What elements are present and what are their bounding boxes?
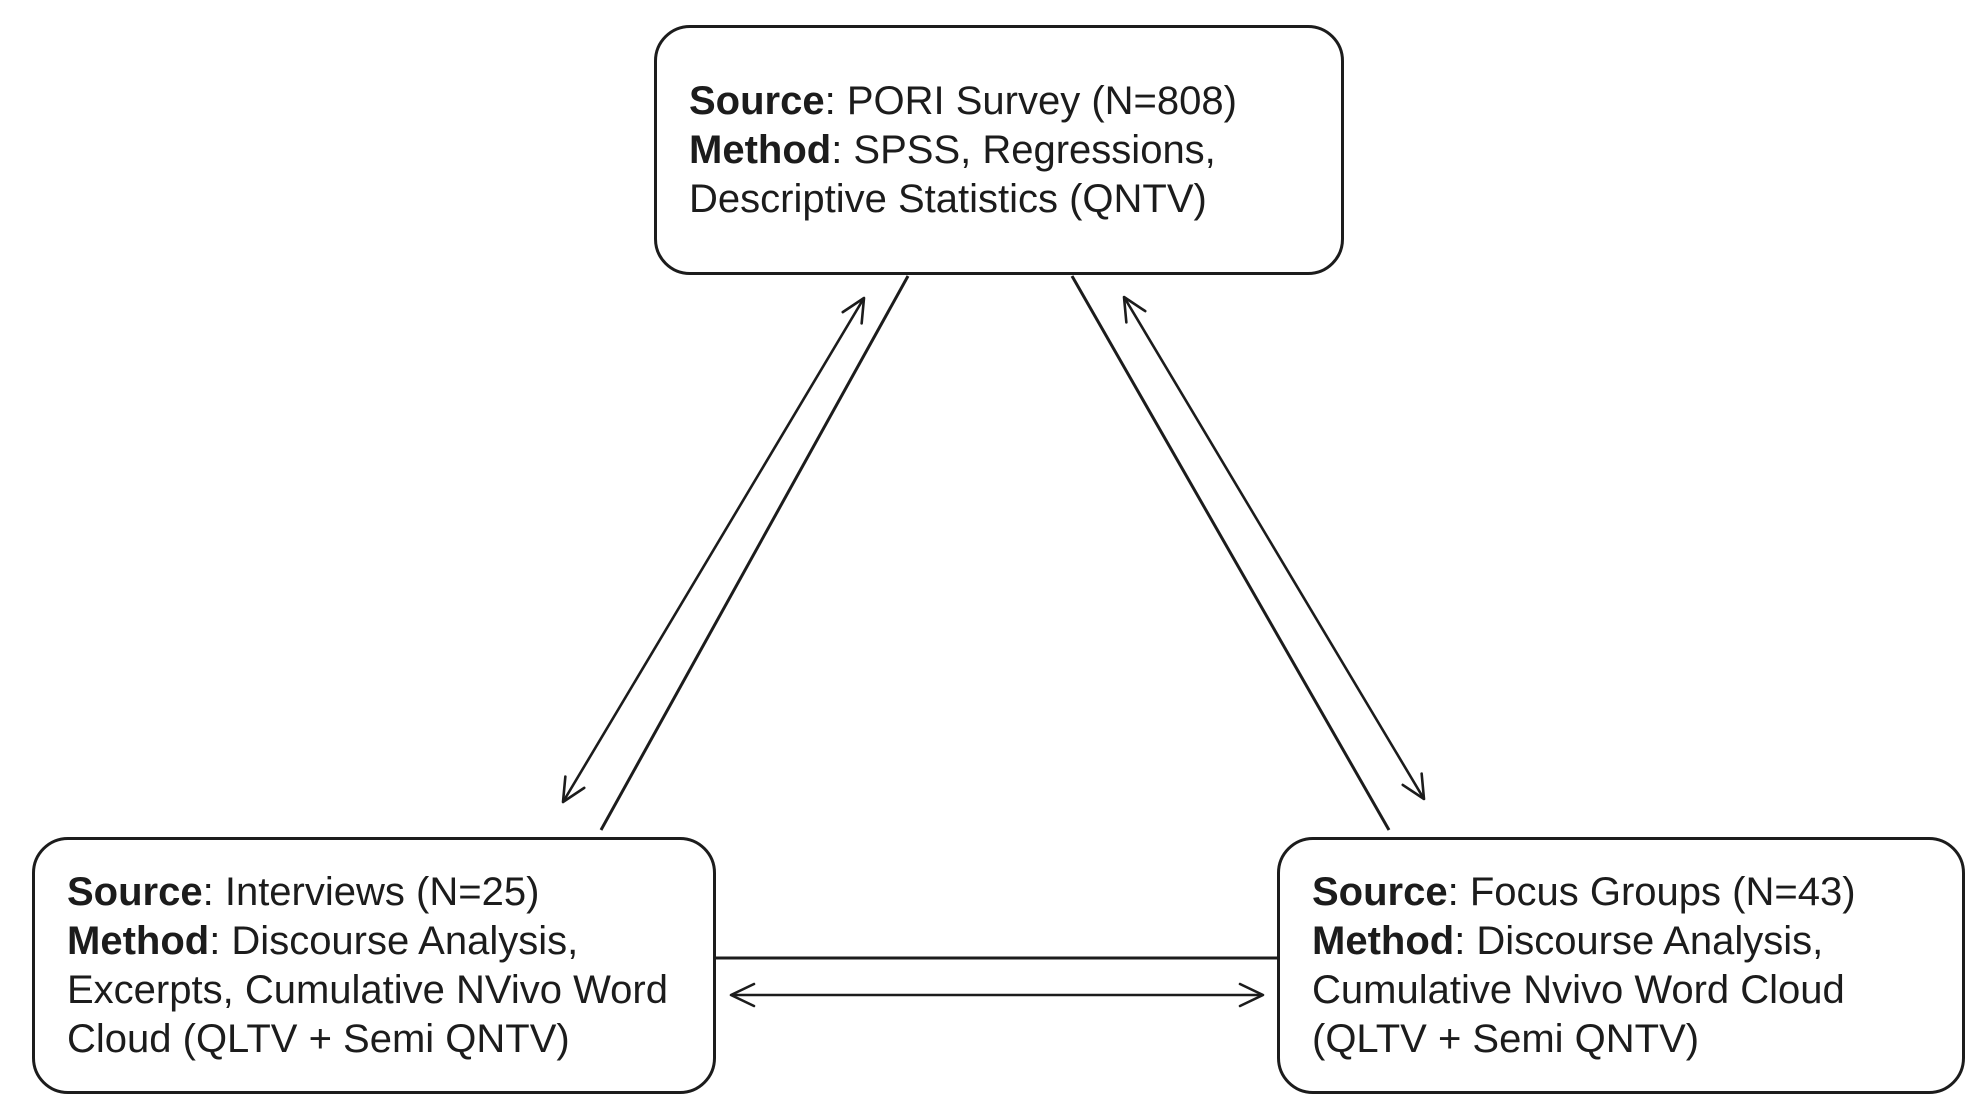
connector-survey-focusgroups-line (1070, 275, 1391, 831)
survey-method-line: Method: SPSS, Regressions, (689, 126, 1216, 175)
survey-source-line: Source: PORI Survey (N=808) (689, 77, 1237, 126)
focusgroups-method-line-3: (QLTV + Semi QNTV) (1312, 1015, 1699, 1064)
method-value-cont: (QLTV + Semi QNTV) (1312, 1016, 1700, 1061)
focusgroups-method-line-2: Cumulative Nvivo Word Cloud (1312, 966, 1845, 1015)
interviews-method-line-2: Excerpts, Cumulative NVivo Word (67, 966, 668, 1015)
connector-survey-interviews-arrow (561, 296, 866, 804)
method-value: : Discourse Analysis, (1454, 918, 1824, 963)
method-value-cont: Descriptive Statistics (QNTV) (689, 176, 1207, 221)
method-label: Method (67, 918, 210, 963)
method-value-cont: Cumulative Nvivo Word Cloud (1312, 967, 1845, 1012)
source-value: : PORI Survey (N=808) (824, 78, 1237, 123)
method-value: : Discourse Analysis, (209, 918, 579, 963)
method-value-cont: Cloud (QLTV + Semi QNTV) (67, 1016, 570, 1061)
interviews-method-line-3: Cloud (QLTV + Semi QNTV) (67, 1015, 570, 1064)
connector-survey-focusgroups-arrow (1122, 295, 1426, 801)
connector-survey-interviews-line (599, 275, 910, 831)
source-value: : Focus Groups (N=43) (1447, 869, 1856, 914)
node-interviews: Source: Interviews (N=25) Method: Discou… (32, 837, 716, 1094)
focusgroups-method-line: Method: Discourse Analysis, (1312, 917, 1823, 966)
source-label: Source (689, 78, 825, 123)
focusgroups-source-line: Source: Focus Groups (N=43) (1312, 868, 1856, 917)
node-focus-groups: Source: Focus Groups (N=43) Method: Disc… (1277, 837, 1965, 1094)
method-label: Method (689, 127, 832, 172)
source-value: : Interviews (N=25) (202, 869, 540, 914)
interviews-method-line: Method: Discourse Analysis, (67, 917, 578, 966)
source-label: Source (67, 869, 203, 914)
method-value-cont: Excerpts, Cumulative NVivo Word (67, 967, 668, 1012)
method-label: Method (1312, 918, 1455, 963)
survey-method-line-2: Descriptive Statistics (QNTV) (689, 175, 1207, 224)
method-value: : SPSS, Regressions, (831, 127, 1216, 172)
node-survey: Source: PORI Survey (N=808) Method: SPSS… (654, 25, 1344, 275)
interviews-source-line: Source: Interviews (N=25) (67, 868, 539, 917)
source-label: Source (1312, 869, 1448, 914)
